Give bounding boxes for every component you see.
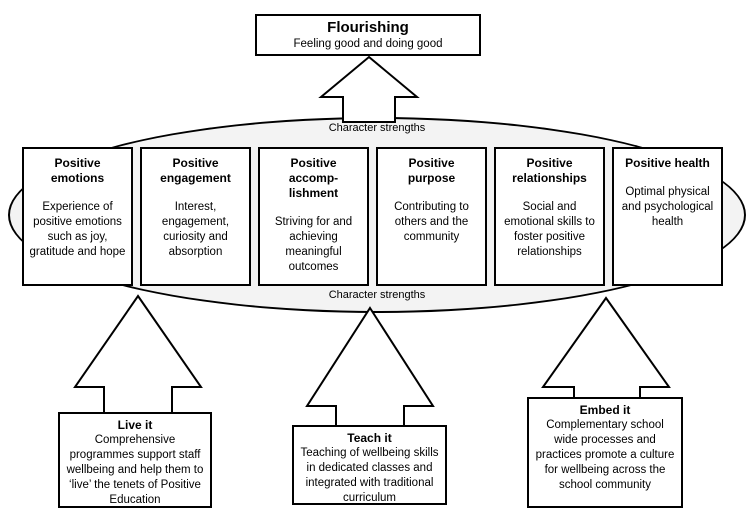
strategy-body: Complementary school wide processes and … <box>535 419 675 491</box>
domain-title: Positive health <box>625 156 710 170</box>
domain-title: Positive emotions <box>50 156 105 185</box>
domain-boxes-row: Positive emotions Experience of positive… <box>22 147 723 286</box>
domain-box-positive-purpose: Positive purpose Contributing to others … <box>376 147 487 286</box>
strategy-body: Comprehensive programmes support staff w… <box>66 434 204 506</box>
domain-title: Positive accomp- lishment <box>288 156 339 200</box>
up-arrow-teach-it-icon <box>305 306 435 428</box>
strategy-title: Teach it <box>347 431 392 445</box>
up-arrow-to-flourishing-icon <box>318 55 420 123</box>
domain-body: Experience of positive emotions such as … <box>29 201 126 258</box>
domain-body: Contributing to others and the community <box>394 201 469 243</box>
domain-body: Striving for and achieving meaningful ou… <box>274 216 353 273</box>
domain-body: Optimal physical and psychological healt… <box>621 186 714 228</box>
up-arrow-live-it-icon <box>73 294 203 415</box>
flourishing-subtitle: Feeling good and doing good <box>293 38 443 50</box>
character-strengths-label-bottom: Character strengths <box>328 289 426 301</box>
strategy-box-teach-it: Teach it Teaching of wellbeing skills in… <box>292 425 447 505</box>
domain-title: Positive engagement <box>160 156 231 185</box>
domain-body: Interest, engagement, curiosity and abso… <box>161 201 230 258</box>
domain-title: Positive relationships <box>512 156 587 185</box>
domain-box-positive-health: Positive health Optimal physical and psy… <box>612 147 723 286</box>
strategy-body: Teaching of wellbeing skills in dedicate… <box>300 447 439 504</box>
domain-box-positive-relationships: Positive relationships Social and emotio… <box>494 147 605 286</box>
flourishing-title: Flourishing <box>327 19 409 36</box>
flourishing-box: Flourishing Feeling good and doing good <box>255 14 481 56</box>
domain-body: Social and emotional skills to foster po… <box>504 201 595 258</box>
domain-box-positive-emotions: Positive emotions Experience of positive… <box>22 147 133 286</box>
strategy-title: Embed it <box>579 403 631 417</box>
character-strengths-label-top: Character strengths <box>328 122 426 134</box>
domain-title: Positive purpose <box>407 156 456 185</box>
strategy-title: Live it <box>117 418 153 432</box>
domain-box-positive-accomplishment: Positive accomp- lishment Striving for a… <box>258 147 369 286</box>
strategy-box-embed-it: Embed it Complementary school wide proce… <box>527 397 683 508</box>
domain-box-positive-engagement: Positive engagement Interest, engagement… <box>140 147 251 286</box>
strategy-box-live-it: Live it Comprehensive programmes support… <box>58 412 212 508</box>
up-arrow-embed-it-icon <box>541 296 671 400</box>
